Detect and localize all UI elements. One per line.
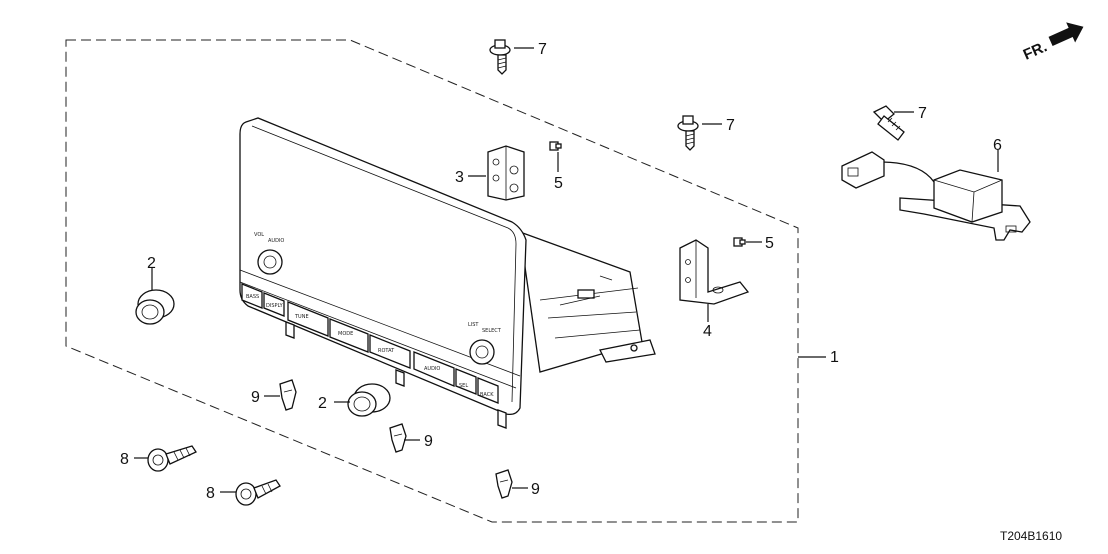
callout-7b: 7: [726, 117, 735, 134]
svg-text:BASS: BASS: [246, 294, 259, 300]
svg-text:DISPLY: DISPLY: [266, 303, 284, 309]
screw-7a: [489, 39, 511, 75]
svg-text:TUNE: TUNE: [294, 314, 309, 320]
callout-8a: 8: [120, 451, 129, 468]
panel-knob-right: LIST SELECT: [468, 322, 502, 365]
callout-8b: 8: [206, 485, 215, 502]
knob-left: [135, 289, 175, 325]
bolt-8a: [147, 445, 197, 472]
knob-center: [347, 383, 391, 417]
svg-text:BACK: BACK: [480, 392, 494, 398]
bolt-8b: [235, 479, 281, 506]
front-arrow-icon: FR.: [1021, 22, 1084, 64]
svg-text:MODE: MODE: [338, 331, 353, 337]
svg-text:VOL: VOL: [254, 232, 264, 238]
panel-buttons: BASS DISPLY TUNE MODE ROTAT AUDIO SEL BA…: [241, 283, 499, 404]
clip-9a: [279, 379, 297, 411]
callout-9a: 9: [251, 389, 260, 406]
svg-text:LIST: LIST: [468, 322, 479, 328]
callout-5b: 5: [765, 235, 774, 252]
clip-9c: [495, 469, 513, 499]
svg-text:SEL: SEL: [459, 383, 468, 389]
callout-1: 1: [830, 349, 839, 366]
bracket-3: [487, 145, 525, 201]
diagram-code: T204B1610: [1000, 529, 1062, 543]
callout-2a: 2: [147, 255, 156, 272]
callout-6: 6: [993, 137, 1002, 154]
front-indicator-label: FR.: [1021, 38, 1050, 63]
panel-knob-left: VOL AUDIO: [254, 232, 284, 275]
clip-9b: [389, 423, 407, 453]
clip-5b: [733, 237, 746, 247]
clip-5a: [549, 141, 562, 151]
svg-text:AUDIO: AUDIO: [268, 238, 284, 244]
screw-7b: [677, 115, 699, 151]
callout-2b: 2: [318, 395, 327, 412]
assembly-boundary: [65, 39, 799, 523]
svg-text:ROTAT: ROTAT: [378, 348, 395, 354]
control-panel-unit: BASS DISPLY TUNE MODE ROTAT AUDIO SEL BA…: [239, 117, 656, 429]
bracket-4: [679, 239, 750, 305]
svg-text:SELECT: SELECT: [482, 328, 502, 334]
svg-text:AUDIO: AUDIO: [424, 366, 440, 372]
callout-9c: 9: [531, 481, 540, 498]
callout-3: 3: [455, 169, 464, 186]
module-6: [841, 151, 1031, 241]
callout-4: 4: [703, 323, 712, 340]
callout-7c: 7: [918, 105, 927, 122]
callout-7a: 7: [538, 41, 547, 58]
callout-5a: 5: [554, 175, 563, 192]
callout-9b: 9: [424, 433, 433, 450]
screw-7c: [872, 105, 905, 141]
